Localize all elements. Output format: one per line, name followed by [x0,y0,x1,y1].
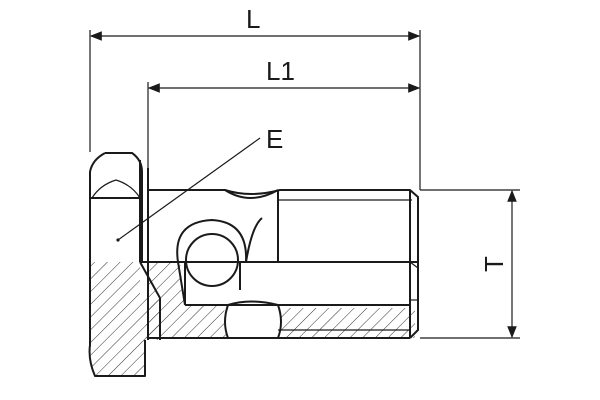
label-t: T [479,256,509,272]
section-hatching [89,262,415,376]
leader-e: E [116,124,283,242]
label-e: E [266,124,283,154]
hex-head [88,152,149,377]
dimension-l1: L1 [147,56,421,168]
label-l: L [246,4,260,34]
dimension-t: T [420,189,520,339]
dimension-l: L [89,4,421,190]
label-l1: L1 [266,56,295,86]
cross-hole [176,217,263,306]
